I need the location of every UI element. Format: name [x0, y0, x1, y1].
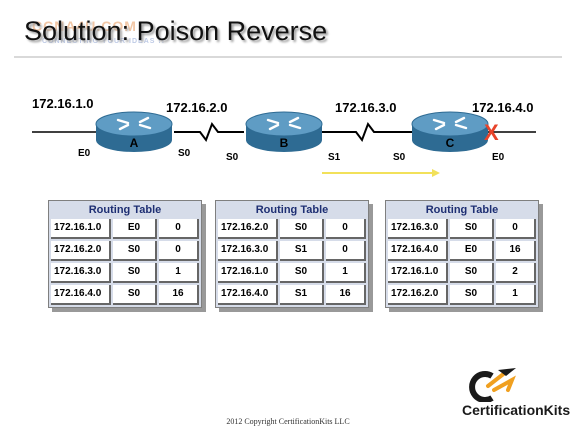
interface-cell: S0: [280, 219, 324, 239]
table-body: Routing Table 172.16.1.0 E0 0 172.16.2.0…: [48, 200, 202, 308]
interface-cell: S0: [450, 263, 494, 283]
router-label: C: [445, 136, 455, 150]
router-a[interactable]: A: [94, 110, 174, 158]
network-label-3: 172.16.3.0: [335, 100, 397, 115]
table-row: 172.16.4.0 E0 16: [388, 241, 536, 261]
network-cell: 172.16.1.0: [388, 263, 448, 283]
hop-count-cell: 1: [496, 285, 536, 305]
link-failure-x-icon: X: [484, 120, 499, 145]
router-c-left-interface: S0: [393, 152, 406, 163]
hop-count-cell: 0: [159, 241, 199, 261]
hop-count-cell: 0: [496, 219, 536, 239]
network-cell: 172.16.4.0: [218, 285, 278, 305]
interface-cell: E0: [113, 219, 157, 239]
title-divider: [14, 56, 562, 58]
hop-count-cell: 0: [159, 219, 199, 239]
update-arrow-head: [432, 169, 440, 177]
copyright-footer: 2012 Copyright CertificationKits LLC: [226, 417, 350, 426]
interface-cell: S0: [113, 241, 157, 261]
table-row: 172.16.1.0 E0 0: [51, 219, 199, 239]
interface-cell: S0: [113, 263, 157, 283]
logo-text: CertificationKits: [462, 402, 571, 418]
table-row: 172.16.3.0 S0 1: [51, 263, 199, 283]
table-header: Routing Table: [88, 204, 162, 216]
router-b-left-interface: S0: [226, 152, 239, 163]
hop-count-cell: 0: [326, 241, 366, 261]
network-cell: 172.16.1.0: [51, 219, 111, 239]
router-b[interactable]: B: [244, 110, 324, 158]
network-cell: 172.16.2.0: [388, 285, 448, 305]
table-row: 172.16.3.0 S0 0: [388, 219, 536, 239]
hop-count-cell: 16: [326, 285, 366, 305]
table-header: Routing Table: [425, 204, 499, 216]
table-row: 172.16.2.0 S0 0: [51, 241, 199, 261]
table-body: Routing Table 172.16.2.0 S0 0 172.16.3.0…: [215, 200, 369, 308]
interface-cell: S1: [280, 285, 324, 305]
table-row: 172.16.3.0 S1 0: [218, 241, 366, 261]
router-icon: [245, 111, 323, 152]
router-a-left-interface: E0: [78, 148, 91, 159]
network-label-2: 172.16.2.0: [166, 100, 228, 115]
watermark-line2: CONNECTING YOUR IDEAS !!: [42, 38, 166, 45]
watermark: CCNA4U.COM CONNECTING YOUR IDEAS !!: [20, 18, 192, 48]
interface-cell: E0: [450, 241, 494, 261]
router-label: A: [129, 136, 139, 150]
network-cell: 172.16.1.0: [218, 263, 278, 283]
interface-cell: S0: [280, 263, 324, 283]
table-row: 172.16.2.0 S0 0: [218, 219, 366, 239]
router-icon: [95, 111, 173, 152]
routing-table-b: Routing Table 172.16.2.0 S0 0 172.16.3.0…: [215, 200, 373, 312]
hop-count-cell: 16: [159, 285, 199, 305]
table-body: Routing Table 172.16.3.0 S0 0 172.16.4.0…: [385, 200, 539, 308]
table-row: 172.16.1.0 S0 2: [388, 263, 536, 283]
table-row: 172.16.4.0 S0 16: [51, 285, 199, 305]
hop-count-cell: 16: [496, 241, 536, 261]
network-cell: 172.16.2.0: [51, 241, 111, 261]
network-label-1: 172.16.1.0: [32, 96, 94, 111]
hop-count-cell: 1: [326, 263, 366, 283]
network-cell: 172.16.3.0: [51, 263, 111, 283]
network-cell: 172.16.3.0: [388, 219, 448, 239]
network-cell: 172.16.4.0: [51, 285, 111, 305]
router-c-right-interface: E0: [492, 152, 505, 163]
interface-cell: S1: [280, 241, 324, 261]
router-label: B: [279, 136, 289, 150]
interface-cell: S0: [450, 285, 494, 305]
network-links: [32, 121, 536, 177]
table-row: 172.16.2.0 S0 1: [388, 285, 536, 305]
certificationkits-logo: CertificationKits: [462, 366, 574, 426]
watermark-line1: CCNA4U.COM: [32, 18, 137, 34]
logo-mark-icon: [469, 368, 516, 402]
routing-table-c: Routing Table 172.16.3.0 S0 0 172.16.4.0…: [385, 200, 543, 312]
hop-count-cell: 1: [159, 263, 199, 283]
router-c[interactable]: C: [410, 110, 490, 158]
routing-table-a: Routing Table 172.16.1.0 E0 0 172.16.2.0…: [48, 200, 206, 312]
table-header: Routing Table: [255, 204, 329, 216]
router-icon: [411, 111, 489, 152]
network-cell: 172.16.3.0: [218, 241, 278, 261]
network-cell: 172.16.4.0: [388, 241, 448, 261]
router-a-right-interface: S0: [178, 148, 191, 159]
interface-cell: S0: [450, 219, 494, 239]
serial-link-b-c: [322, 121, 412, 143]
hop-count-cell: 0: [326, 219, 366, 239]
table-row: 172.16.4.0 S1 16: [218, 285, 366, 305]
interface-cell: S0: [113, 285, 157, 305]
network-label-4: 172.16.4.0: [472, 100, 534, 115]
router-b-right-interface: S1: [328, 152, 341, 163]
slide-title: Solution: Poison Reverse: [24, 16, 328, 46]
hop-count-cell: 2: [496, 263, 536, 283]
serial-link-a-b: [174, 121, 244, 143]
table-row: 172.16.1.0 S0 1: [218, 263, 366, 283]
network-cell: 172.16.2.0: [218, 219, 278, 239]
